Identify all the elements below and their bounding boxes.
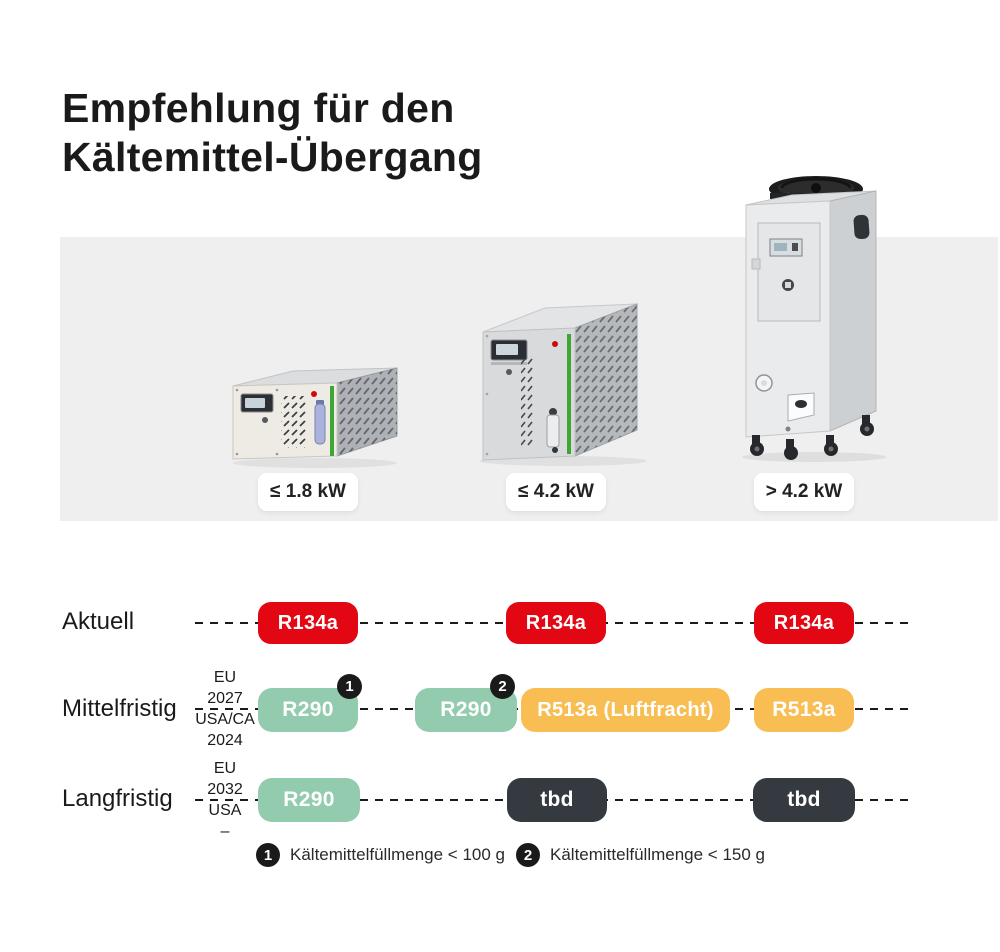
- refrigerant-pill-langfristig-col3: tbd: [753, 778, 855, 822]
- regulation-line: 2027: [207, 690, 243, 707]
- page-title: Empfehlung für den Kältemittel-Übergang: [62, 84, 483, 182]
- regulation-line: 2024: [207, 732, 243, 749]
- footnote-ref-badge-2: 2: [490, 674, 515, 699]
- regulation-line: EU: [213, 669, 237, 686]
- power-label-small: ≤ 1.8 kW: [258, 473, 358, 511]
- chiller-large-illustration: [742, 176, 886, 462]
- footnote-2: 2 Kältemittelfüllmenge < 150 g: [516, 843, 765, 867]
- regulation-line: 2032: [207, 781, 243, 798]
- footnote-1-badge: 1: [256, 843, 280, 867]
- row-label-mittelfristig: Mittelfristig: [62, 695, 177, 722]
- footnote-1: 1 Kältemittelfüllmenge < 100 g: [256, 843, 505, 867]
- refrigerant-pill-langfristig-col1: R290: [258, 778, 360, 822]
- regulation-note-mittelfristig: EU 2027 USA/CA 2024: [183, 667, 267, 751]
- row-label-langfristig: Langfristig: [62, 785, 173, 812]
- row-label-aktuell: Aktuell: [62, 608, 135, 635]
- regulation-line: USA: [208, 802, 242, 819]
- power-label-medium: ≤ 4.2 kW: [506, 473, 606, 511]
- chiller-medium-illustration: [479, 303, 647, 466]
- footnote-1-text: Kältemittelfüllmenge < 100 g: [290, 845, 505, 864]
- regulation-line: USA/CA: [195, 711, 255, 728]
- refrigerant-pill-mittelfristig-col3: R513a: [754, 688, 854, 732]
- refrigerant-pill-aktuell-col2: R134a: [506, 602, 606, 644]
- chiller-small-illustration: [232, 367, 398, 468]
- refrigerant-pill-aktuell-col3: R134a: [754, 602, 854, 644]
- refrigerant-pill-langfristig-col2: tbd: [507, 778, 607, 822]
- page-title-line1: Empfehlung für den: [62, 85, 455, 131]
- refrigerant-pill-aktuell-col1: R134a: [258, 602, 358, 644]
- refrigerant-pill-mittelfristig-col2b: R513a (Luftfracht): [521, 688, 730, 732]
- page-title-line2: Kältemittel-Übergang: [62, 134, 483, 180]
- footnote-ref-badge-1: 1: [337, 674, 362, 699]
- regulation-note-langfristig: EU 2032 USA –: [183, 758, 267, 842]
- regulation-line: –: [220, 823, 230, 840]
- power-label-large: > 4.2 kW: [754, 473, 854, 511]
- footnote-2-badge: 2: [516, 843, 540, 867]
- regulation-line: EU: [213, 760, 237, 777]
- footnote-2-text: Kältemittelfüllmenge < 150 g: [550, 845, 765, 864]
